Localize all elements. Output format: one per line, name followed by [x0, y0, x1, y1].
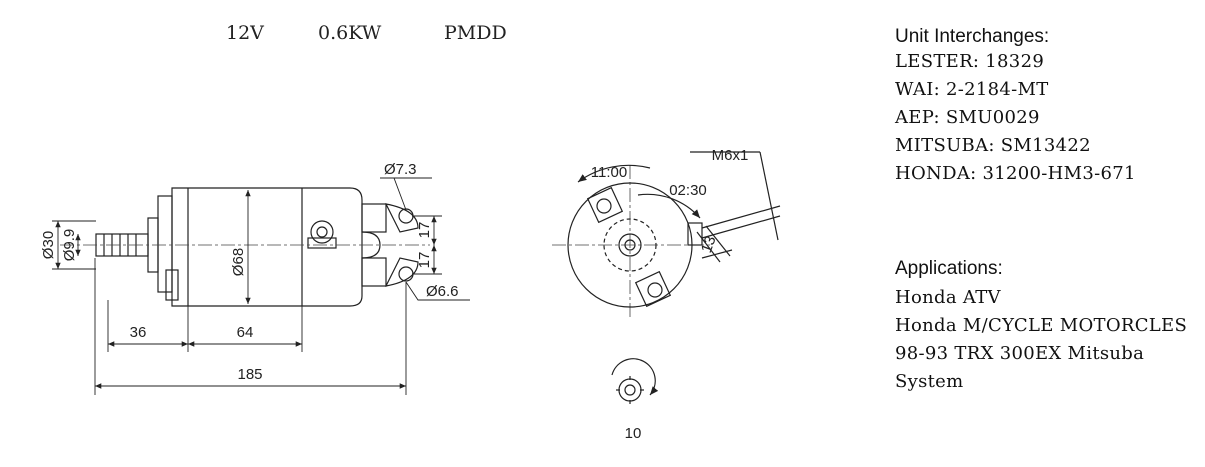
dim-pinion-inner: Ø9.9 — [61, 229, 78, 262]
terminal-bolt — [310, 220, 334, 244]
dim-hole-bottom: Ø6.6 — [426, 283, 459, 300]
interchange-item: AEP: SMU0029 — [895, 107, 1040, 128]
spline-label: 10 — [625, 425, 642, 442]
dim-thread: M6x1 — [712, 147, 749, 164]
spec-type: PMDD — [444, 22, 507, 44]
applications-panel: Applications: Honda ATV Honda M/CYCLE MO… — [895, 258, 1187, 396]
spec-power: 0.6KW — [318, 22, 382, 44]
front-view-ear-bottom — [634, 270, 672, 308]
spec-voltage: 12V — [226, 22, 264, 44]
dim-hole-top: Ø7.3 — [384, 161, 417, 178]
dim-body-diameter: Ø68 — [230, 248, 247, 276]
dim-pinion-outer: Ø30 — [40, 231, 57, 259]
dim-angle-top: 11:00 — [591, 164, 627, 181]
interchange-item: MITSUBA: SM13422 — [895, 135, 1091, 156]
interchange-item: HONDA: 31200-HM3-671 — [895, 163, 1136, 184]
front-view-terminal — [687, 222, 703, 246]
spline-view-gear — [618, 378, 642, 402]
application-item: 98-93 TRX 300EX Mitsuba — [895, 343, 1145, 364]
interchanges-heading: Unit Interchanges: — [895, 26, 1050, 47]
interchanges-panel: Unit Interchanges: LESTER: 18329 WAI: 2-… — [895, 26, 1136, 188]
spline-view-arc — [611, 358, 659, 396]
application-item: System — [895, 371, 964, 392]
dim-terminal: 13 — [698, 234, 720, 255]
front-view-spline — [618, 233, 642, 257]
interchange-item: LESTER: 18329 — [895, 51, 1045, 72]
motor-body — [171, 187, 363, 307]
dim-offset-bottom: 17 — [416, 252, 433, 269]
front-view-ear-top — [586, 186, 624, 224]
application-item: Honda ATV — [895, 287, 1001, 308]
dim-offset-top: 17 — [416, 222, 433, 239]
dim-body-length: 64 — [237, 324, 254, 341]
applications-heading: Applications: — [895, 258, 1003, 279]
interchange-item: WAI: 2-2184-MT — [895, 79, 1049, 100]
application-item: Honda M/CYCLE MOTORCLES — [895, 315, 1188, 336]
dim-angle-right: 02:30 — [669, 182, 707, 199]
dim-total-length: 185 — [237, 366, 262, 383]
dim-pinion-length: 36 — [130, 324, 147, 341]
